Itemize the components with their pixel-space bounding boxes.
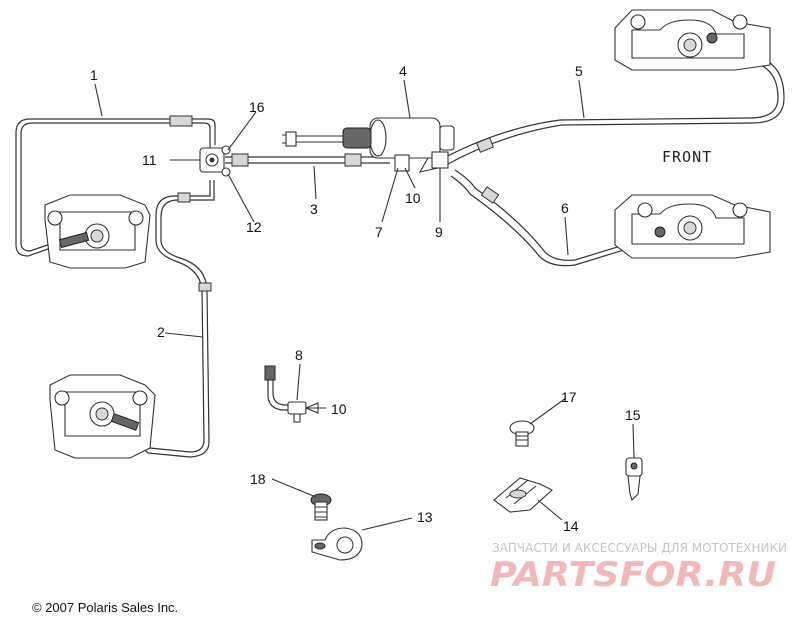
callout-2: 2 bbox=[157, 324, 165, 340]
brake-line-5 bbox=[439, 53, 785, 166]
watermark: ЗАПЧАСТИ И АКСЕССУАРЫ ДЛЯ МОТОТЕХНИКИ PA… bbox=[490, 541, 787, 595]
callout-5: 5 bbox=[575, 63, 583, 79]
bracket-part-14 bbox=[493, 477, 553, 513]
brake-line-6 bbox=[450, 169, 641, 267]
callout-10-upper: 10 bbox=[405, 190, 421, 206]
switch-wire bbox=[282, 131, 345, 147]
bleeder-part-15 bbox=[625, 457, 643, 502]
callout-1: 1 bbox=[90, 67, 98, 83]
copyright-text: © 2007 Polaris Sales Inc. bbox=[32, 600, 178, 615]
callout-3: 3 bbox=[310, 201, 318, 217]
brake-switch-part-8 bbox=[264, 365, 319, 423]
callout-numbers: 1 2 3 4 5 6 7 8 9 10 10 11 12 13 14 15 1… bbox=[90, 63, 641, 534]
clamp-part-13 bbox=[311, 527, 363, 561]
callout-8: 8 bbox=[295, 347, 303, 363]
brake-line-2 bbox=[121, 180, 215, 458]
callout-10-lower: 10 bbox=[331, 401, 347, 417]
caliper-front-lower bbox=[614, 194, 771, 259]
callout-7: 7 bbox=[375, 224, 383, 240]
leader-lines bbox=[94, 79, 635, 531]
front-direction-label: FRONT bbox=[662, 148, 712, 166]
callout-4: 4 bbox=[399, 63, 407, 79]
brake-tee-block bbox=[199, 145, 231, 177]
bolt-part-18 bbox=[310, 493, 332, 521]
callout-12: 12 bbox=[246, 219, 262, 235]
callout-17: 17 bbox=[561, 389, 577, 405]
callout-9: 9 bbox=[435, 224, 443, 240]
watermark-brand: PARTSFOR.RU bbox=[490, 555, 776, 595]
callout-13: 13 bbox=[417, 509, 433, 525]
callout-11: 11 bbox=[142, 152, 157, 168]
brake-line-1 bbox=[15, 115, 216, 257]
watermark-tagline: ЗАПЧАСТИ И АКСЕССУАРЫ ДЛЯ МОТОТЕХНИКИ bbox=[492, 541, 787, 555]
callout-14: 14 bbox=[563, 518, 579, 534]
screw-part-17 bbox=[509, 420, 535, 447]
caliper-front-upper bbox=[614, 9, 771, 71]
callout-18: 18 bbox=[250, 471, 266, 487]
caliper-rear-lower bbox=[49, 374, 156, 459]
brake-line-3 bbox=[225, 153, 390, 167]
callout-6: 6 bbox=[561, 200, 569, 216]
master-cylinder bbox=[342, 117, 455, 173]
callout-15: 15 bbox=[625, 407, 641, 423]
callout-16: 16 bbox=[249, 99, 265, 115]
caliper-rear-upper bbox=[44, 194, 151, 269]
